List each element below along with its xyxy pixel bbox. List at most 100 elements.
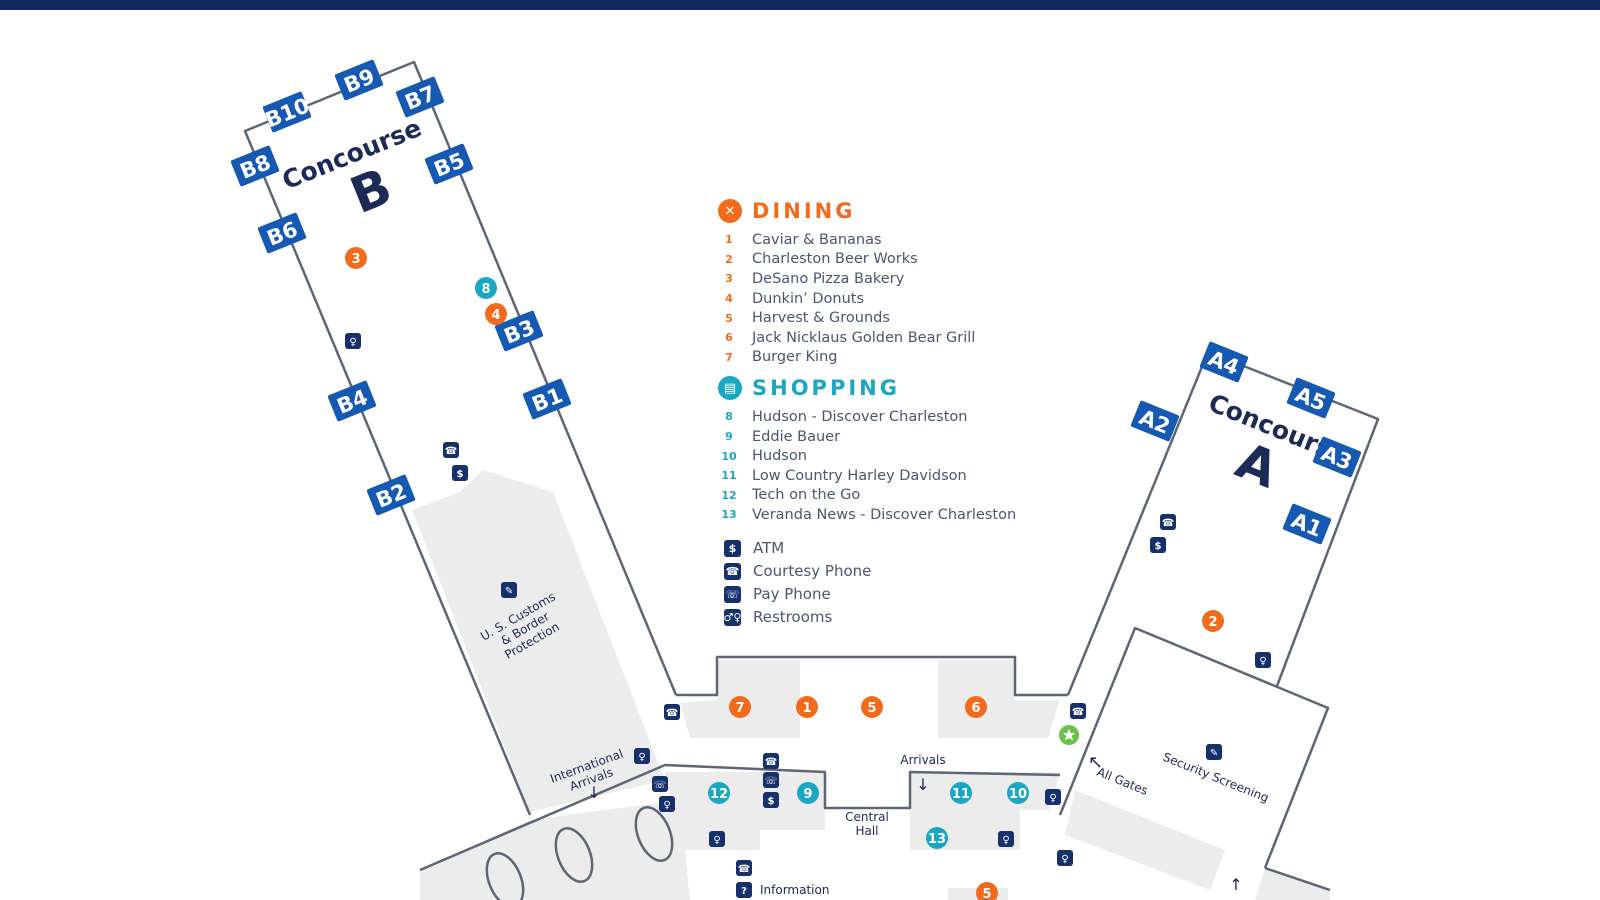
dining-legend-number: 3 bbox=[725, 272, 733, 286]
restroom-icon: ♀ bbox=[1255, 652, 1271, 668]
gate-b8[interactable]: B8 bbox=[230, 145, 280, 187]
dining-legend-number: 7 bbox=[725, 350, 733, 364]
dining-marker-5[interactable]: 5 bbox=[861, 696, 883, 718]
shopping-marker-12[interactable]: 12 bbox=[708, 782, 730, 804]
gate-b5[interactable]: B5 bbox=[424, 143, 474, 185]
svg-text:$: $ bbox=[457, 469, 464, 480]
svg-text:☎: ☎ bbox=[765, 757, 777, 768]
gate-b7[interactable]: B7 bbox=[395, 76, 445, 118]
gate-a5[interactable]: A5 bbox=[1286, 377, 1336, 419]
customs-area bbox=[412, 470, 665, 812]
gate-b4[interactable]: B4 bbox=[327, 380, 377, 422]
terminal-outline bbox=[243, 60, 1380, 900]
shopping-marker-10[interactable]: 10 bbox=[1007, 782, 1029, 804]
gate-b9[interactable]: B9 bbox=[334, 59, 384, 101]
svg-text:7: 7 bbox=[735, 701, 744, 716]
right-annex-outline bbox=[1264, 866, 1331, 892]
concourse-b-title: Concourse B bbox=[278, 113, 425, 225]
atm-icon: $ bbox=[724, 539, 741, 557]
amenity-legend-label: ATM bbox=[753, 539, 785, 558]
svg-text:♀: ♀ bbox=[1049, 793, 1056, 804]
dining-marker-6[interactable]: 6 bbox=[965, 696, 987, 718]
gate-b1[interactable]: B1 bbox=[522, 378, 572, 420]
gate-b10[interactable]: B10 bbox=[261, 91, 313, 134]
amenity-legend-item[interactable]: $ ATM bbox=[718, 537, 1138, 560]
dining-marker-7[interactable]: 7 bbox=[729, 696, 751, 718]
security-arrow-icon: ↑ bbox=[1229, 875, 1242, 894]
central-hall-line-1: Central bbox=[845, 810, 889, 824]
dining-legend-item[interactable]: 6 Jack Nicklaus Golden Bear Grill bbox=[718, 328, 1138, 348]
you-are-here-star-icon bbox=[1059, 725, 1079, 745]
amenity-legend-item[interactable]: ☎Courtesy Phone bbox=[718, 560, 1138, 583]
phone-icon: ☎ bbox=[736, 860, 752, 876]
svg-text:12: 12 bbox=[710, 787, 728, 802]
shopping-marker-13[interactable]: 13 bbox=[926, 827, 948, 849]
gate-b6[interactable]: B6 bbox=[257, 212, 307, 254]
amenity-legend-item[interactable]: ☏Pay Phone bbox=[718, 583, 1138, 606]
dining-legend-number: 6 bbox=[725, 331, 733, 345]
restroom-icon: ♀ bbox=[345, 333, 361, 349]
shopping-marker-9[interactable]: 9 bbox=[797, 782, 819, 804]
shopping-marker-8[interactable]: 8 bbox=[475, 277, 497, 299]
gate-a4[interactable]: A4 bbox=[1199, 341, 1249, 383]
atm-icon: $ bbox=[452, 465, 468, 481]
dining-legend-number: 5 bbox=[725, 311, 733, 325]
shopping-legend-name: Eddie Bauer bbox=[752, 428, 841, 445]
amenity-list: $ ATM ☎Courtesy Phone☏Pay Phone♂♀Restrooms bbox=[718, 537, 1138, 629]
dining-marker-3[interactable]: 3 bbox=[345, 247, 367, 269]
dining-legend-name: Caviar & Bananas bbox=[752, 231, 882, 248]
dining-legend-item[interactable]: 3 DeSano Pizza Bakery bbox=[718, 269, 1138, 289]
dining-legend-name: Harvest & Grounds bbox=[752, 310, 890, 327]
dining-heading: ✕ DINING bbox=[718, 196, 1138, 226]
dining-marker-4[interactable]: 4 bbox=[485, 303, 507, 325]
security-outline bbox=[1058, 626, 1330, 869]
arrivals-label: Arrivals bbox=[900, 753, 945, 767]
shopping-marker-11[interactable]: 11 bbox=[950, 782, 972, 804]
restroom-icon: ♀ bbox=[998, 831, 1014, 847]
restroom-icon: ♀ bbox=[634, 748, 650, 764]
svg-text:♀: ♀ bbox=[349, 337, 356, 348]
dining-legend-name: DeSano Pizza Bakery bbox=[752, 270, 905, 287]
restroom-icon: ♀ bbox=[1057, 850, 1073, 866]
dining-title: DINING bbox=[752, 199, 856, 223]
svg-text:5: 5 bbox=[982, 887, 991, 900]
phone-icon: ☎ bbox=[763, 753, 779, 769]
shopping-legend-name: Hudson bbox=[752, 448, 807, 465]
all-gates-label: All Gates bbox=[1095, 765, 1150, 798]
svg-text:$: $ bbox=[1155, 541, 1162, 552]
phone-icon: ☎ bbox=[1070, 703, 1086, 719]
shopping-icon: ▤ bbox=[718, 376, 742, 401]
svg-text:5: 5 bbox=[867, 701, 876, 716]
restroom-icon: ♀ bbox=[659, 796, 675, 812]
shopping-legend-name: Veranda News - Discover Charleston bbox=[752, 506, 1017, 523]
lower-right-area bbox=[1255, 868, 1330, 900]
dining-marker-2[interactable]: 2 bbox=[1202, 610, 1224, 632]
dining-marker-1[interactable]: 1 bbox=[796, 696, 818, 718]
dining-legend-name: Jack Nicklaus Golden Bear Grill bbox=[752, 329, 976, 346]
dining-marker-5-1[interactable]: 5 bbox=[976, 882, 998, 900]
gate-a1[interactable]: A1 bbox=[1282, 503, 1332, 545]
bag-claim-2 bbox=[554, 827, 594, 883]
svg-text:?: ? bbox=[741, 886, 747, 897]
amenity-legend-item[interactable]: ♂♀Restrooms bbox=[718, 606, 1138, 629]
atm-icon: $ bbox=[1150, 537, 1166, 553]
shopping-legend-number: 8 bbox=[725, 410, 733, 424]
gate-b2[interactable]: B2 bbox=[366, 474, 416, 516]
restrooms-icon: ♂♀ bbox=[723, 608, 742, 626]
svg-text:♀: ♀ bbox=[1002, 835, 1009, 846]
dining-legend-item[interactable]: 5 Harvest & Grounds bbox=[718, 308, 1138, 328]
